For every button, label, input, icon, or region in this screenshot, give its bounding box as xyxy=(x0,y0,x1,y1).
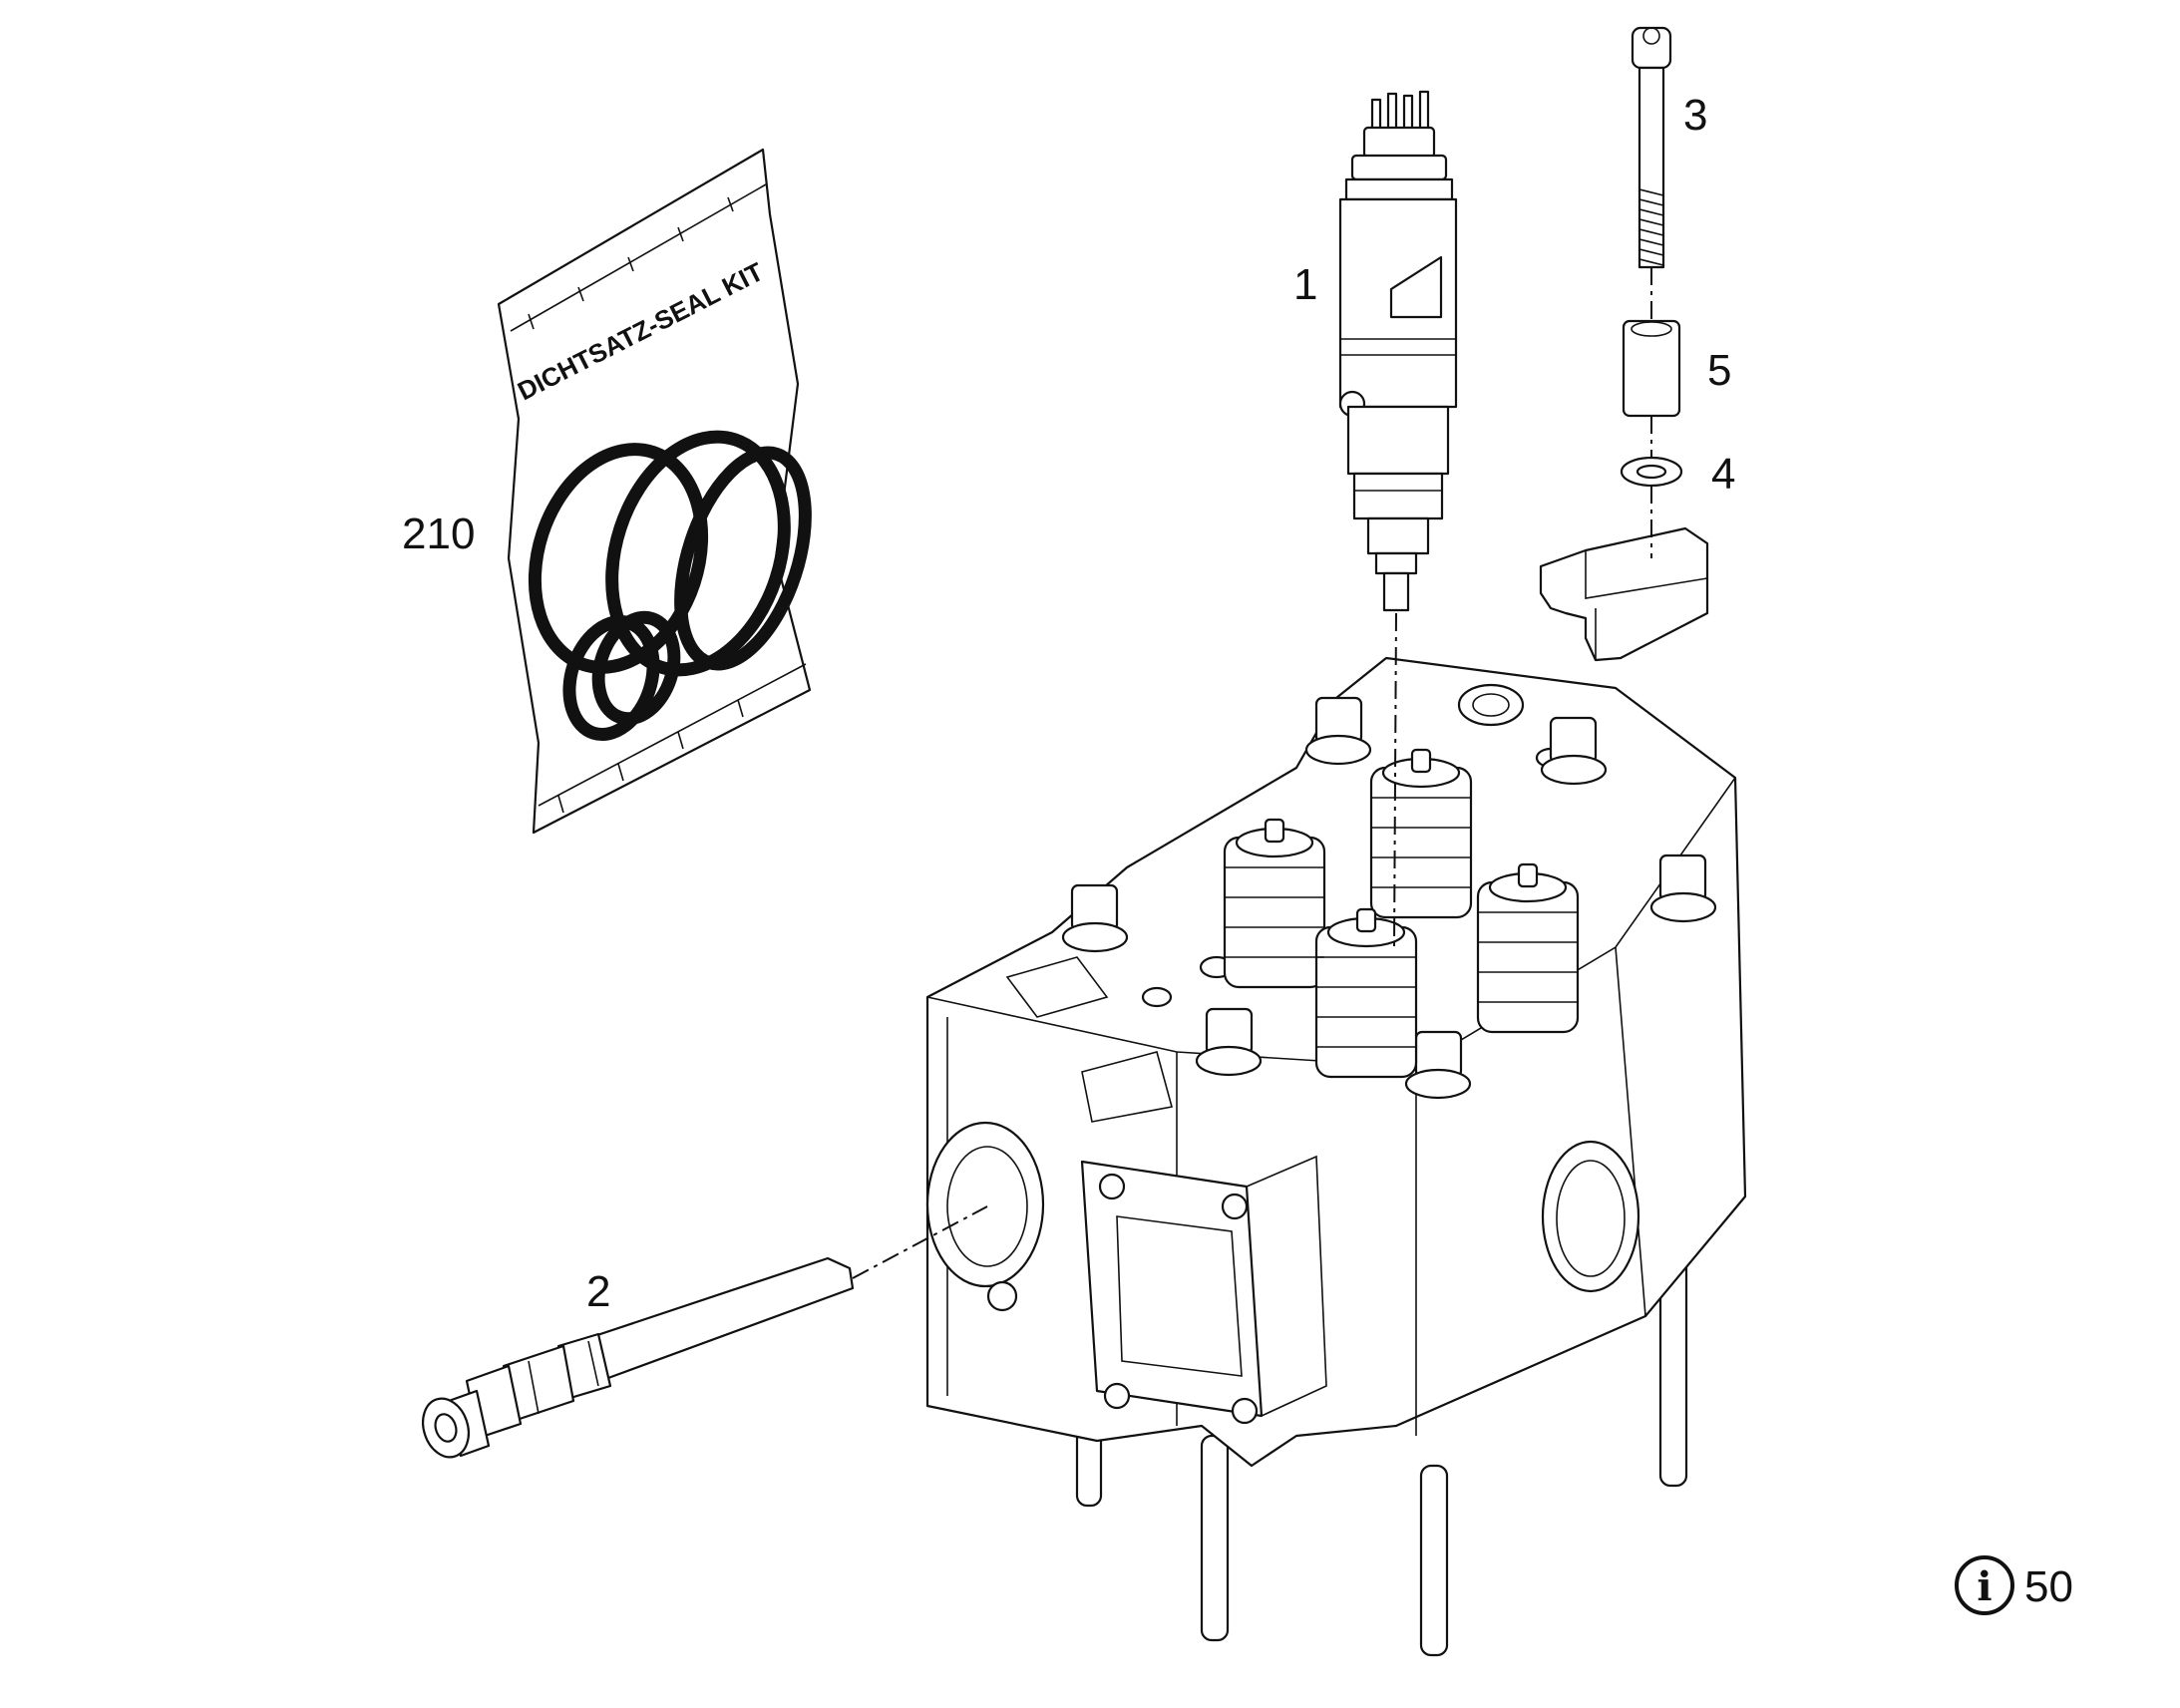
washer[interactable] xyxy=(1620,456,1683,488)
glow-plug[interactable] xyxy=(416,1256,855,1463)
callout-glow-plug: 2 xyxy=(586,1267,610,1316)
seal-kit-bag[interactable]: DICHTSATZ-SEAL KIT xyxy=(497,148,829,835)
callout-sleeve: 5 xyxy=(1707,346,1731,395)
injector-clamp[interactable] xyxy=(1539,526,1709,662)
o-rings xyxy=(528,430,812,742)
info-icon xyxy=(1955,1555,2014,1615)
clamp-bolt[interactable] xyxy=(1631,26,1672,269)
assembly-lines xyxy=(852,267,1652,1279)
callout-injector: 1 xyxy=(1293,260,1317,309)
info-icon-glyph: i xyxy=(1977,1563,1992,1610)
fuel-injector[interactable] xyxy=(1338,90,1458,612)
valve-springs xyxy=(1223,748,1580,1079)
cylinder-head xyxy=(925,656,1747,1657)
callout-washer: 4 xyxy=(1711,450,1735,499)
callout-bolt: 3 xyxy=(1683,91,1707,140)
head-bolts xyxy=(1061,696,1717,1100)
callout-seal-kit: 210 xyxy=(402,510,475,558)
spacer-sleeve[interactable] xyxy=(1622,319,1681,418)
info-badge-number: 50 xyxy=(2024,1562,2073,1611)
info-badge[interactable]: i 50 xyxy=(1955,1555,2073,1615)
